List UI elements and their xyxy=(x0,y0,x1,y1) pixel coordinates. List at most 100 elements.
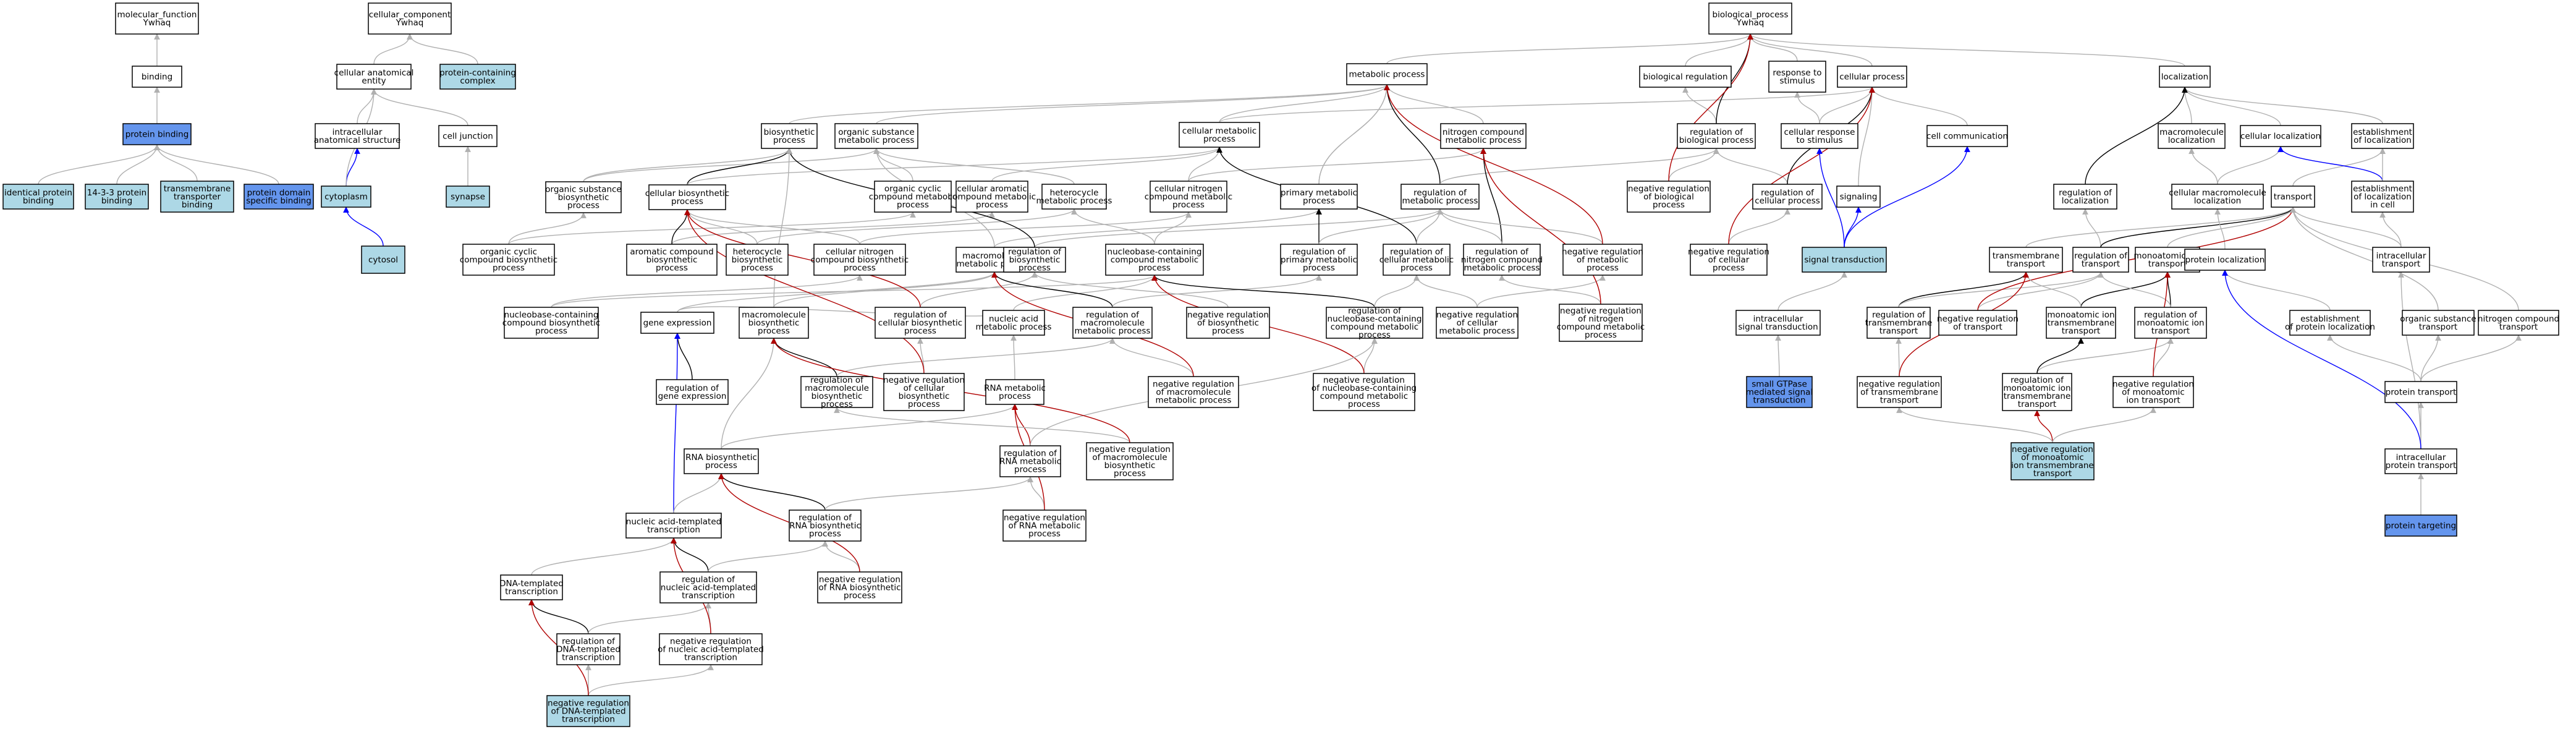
node-label-line: cellular biosynthetic xyxy=(878,318,962,328)
node-localization: localization xyxy=(2159,66,2211,88)
edge-signaling-to-cellular-process xyxy=(1858,87,1875,187)
node-label-line: of nucleobase-containing xyxy=(1311,383,1417,393)
edge-signal-transduction-to-crs xyxy=(1816,148,1845,248)
node-box xyxy=(1150,181,1227,213)
node-label-line: of nucleic acid-templated xyxy=(658,645,764,655)
node-label-line: of cellular xyxy=(904,383,945,393)
node-box xyxy=(1746,376,1813,408)
node-label-line: regulation of xyxy=(2010,375,2064,385)
node-box xyxy=(1627,181,1711,213)
node-label-line: negative regulation xyxy=(1560,306,1642,316)
node-label-line: intracellular xyxy=(2376,251,2426,261)
node-label-line: negative regulation xyxy=(670,637,752,647)
node-label-line: negative regulation xyxy=(2112,380,2194,390)
edge-rmbp-to-rmmp xyxy=(836,338,1116,377)
node-box xyxy=(761,123,818,149)
node-box xyxy=(955,181,1028,213)
node-box xyxy=(2,184,74,210)
edge-pmp-to-metabolic-process xyxy=(1318,84,1390,185)
node-label-line: RNA metabolic xyxy=(984,383,1046,393)
edge-nrncmp-to-ncmp xyxy=(1480,148,1601,305)
node-label-line: process xyxy=(821,399,853,409)
edge-identical-protein-binding-to-protein-binding xyxy=(38,144,160,185)
edge-rmitmt-to-rmitm xyxy=(2036,338,2084,374)
node-label-line: protein transport xyxy=(2386,461,2457,471)
node-label-line: of macromolecule xyxy=(1092,453,1167,463)
node-box xyxy=(2171,184,2264,210)
node-label-line: negative regulation xyxy=(1688,247,1769,257)
node-label-line: macromolecule xyxy=(1080,318,1145,328)
node-label-line: cell communication xyxy=(1926,132,2008,142)
edge-eopl-to-protein-localization xyxy=(2222,270,2331,311)
node-label-line: transmembrane xyxy=(1865,318,1933,328)
node-label-line: cellular process xyxy=(1839,72,1905,82)
node-box xyxy=(656,379,729,405)
edge-metabolic-process-to-bp xyxy=(1386,33,1753,64)
node-label-line: metabolic process xyxy=(1349,70,1425,80)
edge-rnbcmp-to-nbcmp xyxy=(1151,275,1375,308)
node-box xyxy=(438,125,498,147)
node-label-line: RNA biosynthetic xyxy=(685,453,757,463)
node-label-line: DNA-templated xyxy=(556,645,621,655)
node-box xyxy=(817,571,902,603)
node-label-line: regulation of xyxy=(1872,310,1926,320)
node-label-line: process xyxy=(1587,263,1619,273)
edge-natt-to-rna-biosynthetic xyxy=(673,473,724,514)
edge-protein-localization-to-cml xyxy=(2214,208,2226,250)
node-label-line: response to xyxy=(1773,68,1821,78)
node-label-line: organic substance xyxy=(2400,314,2476,324)
node-label-line: compound biosynthetic xyxy=(460,255,557,265)
node-label-line: primary metabolic xyxy=(1281,188,1357,198)
node-label-line: monoatomic ion xyxy=(2003,383,2070,393)
node-label-line: gene expression xyxy=(658,391,727,401)
node-label-line: regulation of xyxy=(1390,247,1444,257)
node-box xyxy=(659,633,763,665)
edge-nrdtt-to-nrnatt xyxy=(588,664,714,696)
node-label-line: regulation of xyxy=(1004,449,1057,459)
edge-cncmp-to-ncmp xyxy=(1188,148,1486,182)
node-box xyxy=(1105,244,1204,276)
node-label-line: transport xyxy=(2033,469,2072,479)
edge-protein-domain-binding-to-protein-binding xyxy=(154,144,279,185)
node-label-line: synapse xyxy=(451,192,485,202)
node-label-line: compound biosynthetic xyxy=(502,318,600,328)
node-label-line: regulation of xyxy=(1008,247,1062,257)
node-box xyxy=(2351,181,2414,213)
node-label-line: negative regulation xyxy=(1187,310,1269,320)
node-label-line: metabolic process xyxy=(1156,396,1232,406)
node-cytosol: cytosol xyxy=(361,245,405,274)
edge-ipt-to-protein-localization xyxy=(2222,270,2421,450)
edge-namp-to-nbcmp xyxy=(1013,275,1158,311)
node-box xyxy=(2240,125,2321,147)
node-label-line: biosynthetic xyxy=(732,255,783,265)
edge-protein-transport-to-nct xyxy=(2420,335,2522,382)
node-label-line: biosynthetic xyxy=(899,391,950,401)
node-box xyxy=(2372,247,2430,273)
node-label-line: transport xyxy=(2274,192,2312,202)
edge-nrbsp-to-robp xyxy=(1032,271,1229,308)
node-box xyxy=(1313,373,1415,411)
edge-protein-transport-to-ost xyxy=(2420,335,2441,382)
edge-intracellular-transport-to-eolic xyxy=(2379,211,2402,248)
edge-rmbp-to-mbp xyxy=(771,338,837,377)
node-label-line: DNA-templated xyxy=(499,579,564,589)
